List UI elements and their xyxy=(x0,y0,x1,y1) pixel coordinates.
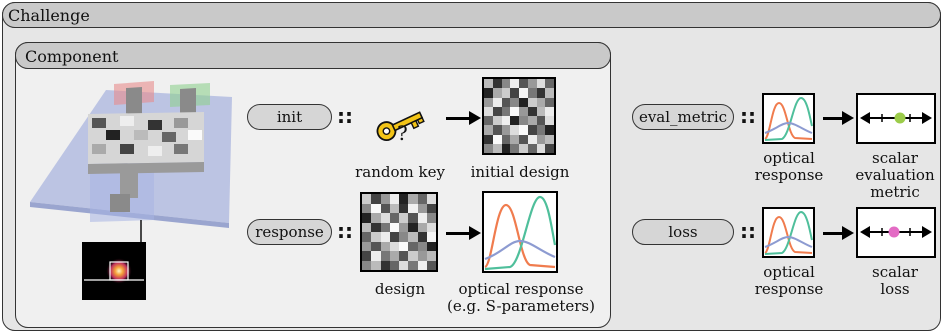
loss-input-caption-line1: optical xyxy=(763,263,815,281)
init-operator: :: xyxy=(337,104,353,128)
eval-input-caption-line1: optical xyxy=(763,149,815,167)
photonic-device-illustration xyxy=(30,81,232,300)
optical-response-caption-line2: (e.g. S-parameters) xyxy=(447,297,595,315)
scalar-loss-icon xyxy=(856,207,936,258)
scalar-metric-icon xyxy=(856,93,936,144)
init-arrow xyxy=(446,111,481,125)
design-block-front xyxy=(88,162,204,174)
eval-metric-label: eval_metric xyxy=(638,108,728,126)
eval-output-caption-line3: metric xyxy=(870,183,920,201)
waveguide-out xyxy=(120,168,138,198)
eval-metric-operator: :: xyxy=(740,104,756,128)
key-question-mark: ? xyxy=(397,121,408,145)
eval-metric-arrow xyxy=(823,111,854,125)
response-arrow xyxy=(446,226,481,240)
design-block-pixels xyxy=(92,116,202,156)
component-header xyxy=(15,42,611,69)
spectrum-blue xyxy=(484,239,556,261)
loss-function-pill: loss xyxy=(632,219,734,245)
spectrum-orange xyxy=(484,203,556,269)
component-title: Component xyxy=(25,47,119,66)
challenge-title: Challenge xyxy=(8,6,90,25)
eval-metric-function-pill: eval_metric xyxy=(632,104,734,130)
response-operator: :: xyxy=(337,219,353,243)
response-function-pill: response xyxy=(247,219,332,245)
loss-input-caption-line2: response xyxy=(754,280,824,298)
response-label: response xyxy=(255,223,324,241)
metric-dot-green xyxy=(894,112,906,124)
initial-design-caption: initial design xyxy=(470,163,570,181)
loss-dot-pink xyxy=(888,226,900,238)
waveguide-in-1 xyxy=(126,87,142,118)
challenge-header xyxy=(2,2,941,28)
loss-label: loss xyxy=(668,223,698,241)
design-caption: design xyxy=(374,280,426,298)
optical-response-caption-line1: optical response xyxy=(458,280,584,298)
spectrum-green xyxy=(484,195,557,271)
key-icon xyxy=(376,111,425,142)
loss-arrow xyxy=(823,226,854,240)
field-glow xyxy=(106,258,132,284)
random-key-caption: random key xyxy=(355,163,445,181)
loss-output-caption-line2: loss xyxy=(880,280,910,298)
eval-output-caption-line1: scalar xyxy=(872,149,918,167)
init-label: init xyxy=(276,108,303,126)
initial-design-pixel-icon xyxy=(482,77,556,155)
waveguide-out-end xyxy=(110,194,130,212)
design-pixel-icon xyxy=(360,192,438,272)
init-function-pill: init xyxy=(247,104,332,130)
eval-input-caption-line2: response xyxy=(754,166,824,184)
loss-operator: :: xyxy=(740,219,756,243)
eval-optical-response-icon xyxy=(762,93,815,144)
waveguide-in-2 xyxy=(180,88,196,117)
loss-optical-response-icon xyxy=(762,207,815,258)
optical-spectrum-icon xyxy=(482,191,558,273)
eval-output-caption-line2: evaluation xyxy=(855,166,935,184)
loss-output-caption-line1: scalar xyxy=(872,263,918,281)
